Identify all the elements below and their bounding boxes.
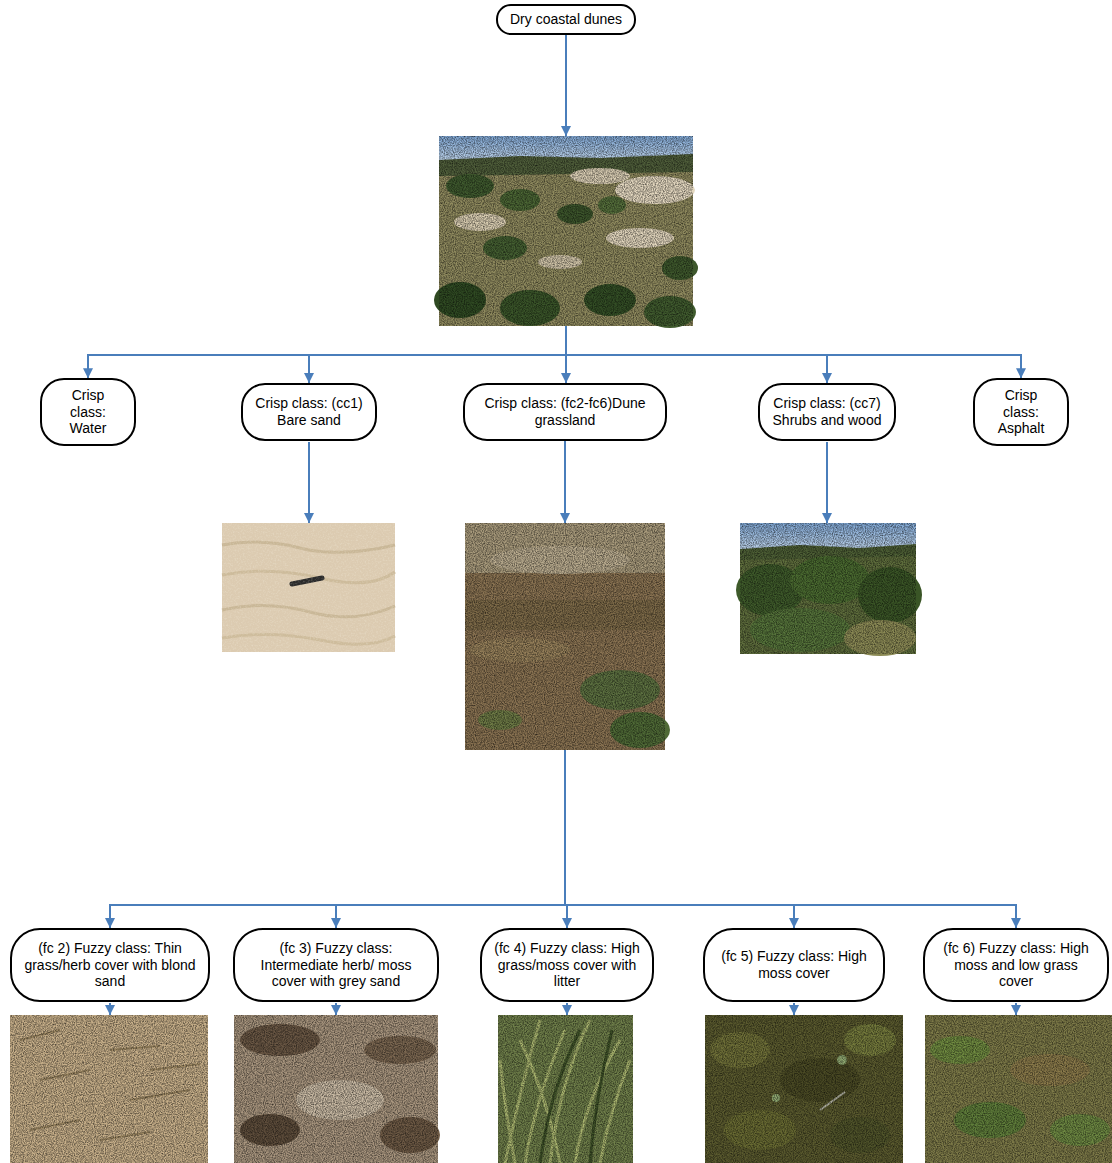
class-label: (fc 6) Fuzzy class: High moss and low gr… bbox=[937, 940, 1095, 990]
crisp-class-box: Crisp class: (cc7) Shrubs and wood bbox=[758, 383, 896, 441]
crisp-class-box: Crisp class: (cc1) Bare sand bbox=[241, 383, 377, 441]
fuzzy-class-box: (fc 4) Fuzzy class: High grass/moss cove… bbox=[480, 928, 654, 1002]
class-label: Crisp class: (fc2-fc6)Dune grassland bbox=[477, 395, 653, 429]
class-label: Crisp class: (cc7) Shrubs and wood bbox=[772, 395, 882, 429]
dune-landscape-photo bbox=[434, 136, 698, 328]
class-label: Crisp class: Water bbox=[54, 387, 122, 437]
class-label: (fc 4) Fuzzy class: High grass/moss cove… bbox=[494, 940, 640, 990]
root-box: Dry coastal dunes bbox=[496, 4, 636, 35]
class-label: Crisp class: Asphalt bbox=[987, 387, 1055, 437]
photo-arrows bbox=[110, 126, 1016, 1015]
fuzzy-class-box: (fc 6) Fuzzy class: High moss and low gr… bbox=[923, 928, 1109, 1002]
high-grass-photo bbox=[498, 1015, 633, 1163]
fuzzy-class-box: (fc 3) Fuzzy class: Intermediate herb/ m… bbox=[233, 928, 439, 1002]
crisp-class-box: Crisp class: (fc2-fc6)Dune grassland bbox=[463, 383, 667, 441]
thin-grass-photo bbox=[10, 1015, 208, 1163]
dune-grassland-photo bbox=[465, 523, 670, 750]
class-label: Dry coastal dunes bbox=[510, 11, 622, 28]
moss-low-grass-photo bbox=[925, 1015, 1112, 1163]
class-label: (fc 5) Fuzzy class: High moss cover bbox=[717, 948, 871, 982]
class-label: Crisp class: (cc1) Bare sand bbox=[255, 395, 363, 429]
class-label: (fc 2) Fuzzy class: Thin grass/herb cove… bbox=[24, 940, 196, 990]
class-label: (fc 3) Fuzzy class: Intermediate herb/ m… bbox=[247, 940, 425, 990]
shrubs-photo bbox=[736, 523, 922, 656]
bare-sand-photo bbox=[222, 523, 395, 652]
grey-sand-photo bbox=[234, 1015, 440, 1163]
crisp-class-box: Crisp class: Asphalt bbox=[973, 378, 1069, 445]
crisp-class-box: Crisp class: Water bbox=[40, 378, 136, 445]
fuzzy-class-box: (fc 5) Fuzzy class: High moss cover bbox=[703, 928, 885, 1002]
moss-photo bbox=[705, 1015, 903, 1163]
fuzzy-class-box: (fc 2) Fuzzy class: Thin grass/herb cove… bbox=[10, 928, 210, 1002]
